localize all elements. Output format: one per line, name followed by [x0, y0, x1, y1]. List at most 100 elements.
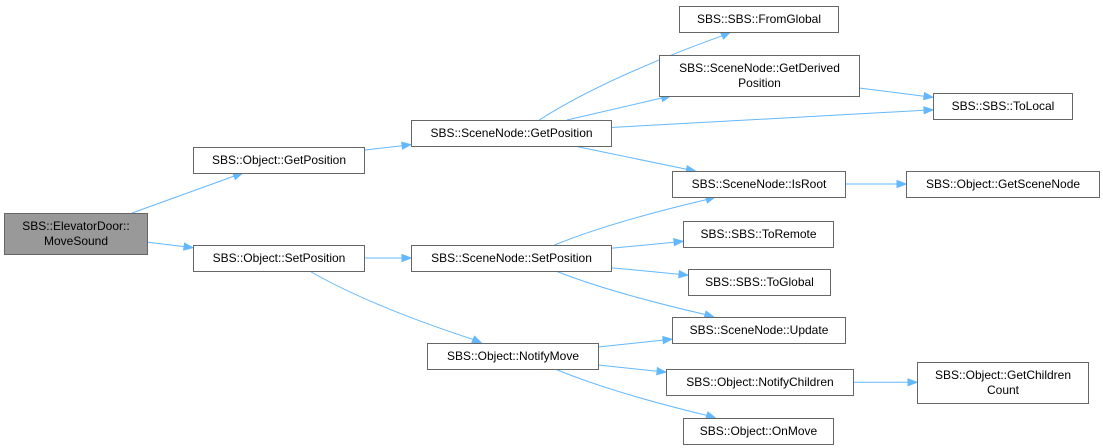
node-label: SBS::Object::NotifyMove	[447, 349, 579, 363]
arrowhead-icon	[705, 411, 717, 420]
arrowhead-icon	[896, 179, 908, 189]
edge-line	[566, 97, 662, 121]
node-object-getscenenode[interactable]: SBS::Object::GetSceneNode	[906, 171, 1100, 198]
edge-line	[610, 109, 925, 128]
node-label: SBS::SceneNode::GetPosition	[430, 126, 592, 140]
arrowhead-icon	[656, 366, 668, 376]
node-box	[679, 6, 839, 33]
arrowhead-icon	[662, 335, 674, 345]
edge-line	[554, 368, 707, 416]
node-label: SBS::Object::GetPosition	[212, 153, 346, 167]
node-object-notifychildren[interactable]: SBS::Object::NotifyChildren	[666, 369, 854, 396]
call-edge-elevatordoor_movesound-to-object_setposition	[146, 241, 195, 251]
node-scenenode-update[interactable]: SBS::SceneNode::Update	[672, 317, 846, 344]
edge-line	[363, 145, 403, 151]
call-edge-scenenode_getposition-to-scenenode_getderivedposition	[566, 93, 672, 121]
node-label: SBS::Object::GetSceneNode	[926, 177, 1080, 191]
node-sbs-toglobal[interactable]: SBS::SBS::ToGlobal	[688, 269, 831, 296]
node-box	[672, 171, 846, 198]
node-label: Position	[738, 76, 781, 90]
node-label: SBS::SBS::ToGlobal	[705, 275, 814, 289]
edge-line	[538, 35, 723, 121]
node-sbs-fromglobal[interactable]: SBS::SBS::FromGlobal	[679, 6, 839, 33]
call-edge-object_setposition-to-object_notifymove	[309, 270, 483, 344]
node-box	[427, 343, 599, 370]
edge-line	[610, 241, 675, 249]
node-box	[4, 213, 148, 255]
node-box	[933, 93, 1073, 120]
node-label: SBS::SBS::ToRemote	[700, 227, 816, 241]
node-label: SBS::SceneNode::SetPosition	[431, 251, 592, 265]
call-edge-object_notifychildren-to-object_getchildrencount	[852, 378, 919, 387]
node-scenenode-isroot[interactable]: SBS::SceneNode::IsRoot	[672, 171, 846, 198]
call-edge-scenenode_isroot-to-object_getscenenode	[845, 179, 908, 189]
call-edge-scenenode_getposition-to-scenenode_isroot	[573, 145, 697, 174]
call-edge-object_notifymove-to-scenenode_update	[597, 335, 674, 348]
arrowhead-icon	[401, 141, 413, 150]
edge-line	[858, 87, 925, 97]
node-object-setposition[interactable]: SBS::Object::SetPosition	[193, 245, 365, 272]
node-box	[193, 147, 365, 174]
arrowhead-icon	[678, 270, 690, 279]
node-label: MoveSound	[44, 234, 108, 248]
node-box	[659, 55, 860, 97]
node-sbs-toremote[interactable]: SBS::SBS::ToRemote	[683, 221, 834, 248]
node-object-onmove[interactable]: SBS::Object::OnMove	[683, 418, 834, 445]
edge-line	[597, 339, 664, 348]
node-elevatordoor-movesound: SBS::ElevatorDoor::MoveSound	[4, 213, 148, 255]
node-scenenode-setposition[interactable]: SBS::SceneNode::SetPosition	[411, 245, 612, 272]
call-edge-scenenode_setposition-to-sbs_toremote	[610, 238, 685, 249]
call-edge-scenenode_getderivedposition-to-sbs_tolocal	[858, 87, 935, 101]
node-label: SBS::Object::NotifyChildren	[686, 375, 833, 389]
node-box	[688, 269, 831, 296]
node-box	[906, 171, 1100, 198]
arrowhead-icon	[673, 238, 685, 247]
edge-line	[309, 270, 474, 340]
node-box	[683, 418, 834, 445]
node-box	[683, 221, 834, 248]
node-label: SBS::SceneNode::GetDerived	[679, 61, 840, 75]
node-label: SBS::Object::OnMove	[700, 424, 818, 438]
node-box	[193, 245, 365, 272]
node-box	[411, 120, 612, 147]
edge-line	[131, 175, 235, 214]
call-edge-scenenode_setposition-to-sbs_toglobal	[610, 267, 690, 279]
edge-line	[146, 241, 185, 248]
node-scenenode-getposition[interactable]: SBS::SceneNode::GetPosition	[411, 120, 612, 147]
arrowhead-icon	[907, 378, 919, 387]
node-label: SBS::Object::GetChildren	[935, 368, 1071, 382]
node-label: SBS::SBS::FromGlobal	[697, 12, 821, 26]
call-edge-object_notifymove-to-object_notifychildren	[597, 364, 668, 376]
node-label: Count	[987, 383, 1020, 397]
arrowhead-icon	[183, 242, 195, 251]
node-object-getposition[interactable]: SBS::Object::GetPosition	[193, 147, 365, 174]
arrowhead-icon	[719, 31, 732, 40]
arrowhead-icon	[703, 310, 716, 319]
node-label: SBS::SceneNode::IsRoot	[692, 177, 827, 191]
edge-line	[555, 270, 706, 315]
arrowhead-icon	[923, 106, 935, 115]
node-box	[917, 362, 1089, 404]
call-edge-object_notifymove-to-object_onmove	[554, 368, 717, 420]
call-edge-object_getposition-to-scenenode_getposition	[363, 141, 413, 151]
call-edge-scenenode_getposition-to-sbs_tolocal	[610, 106, 935, 128]
node-sbs-tolocal[interactable]: SBS::SBS::ToLocal	[933, 93, 1073, 120]
call-edge-elevatordoor_movesound-to-object_getposition	[131, 172, 244, 214]
node-label: SBS::Object::SetPosition	[213, 251, 346, 265]
call-edge-object_setposition-to-scenenode_setposition	[363, 253, 413, 263]
node-object-notifymove[interactable]: SBS::Object::NotifyMove	[427, 343, 599, 370]
edge-line	[610, 267, 680, 275]
node-box	[666, 369, 854, 396]
node-label: SBS::SceneNode::Update	[690, 323, 829, 337]
node-label: SBS::ElevatorDoor::	[22, 219, 129, 233]
edge-line	[597, 364, 658, 372]
edge-line	[573, 145, 687, 170]
node-box	[672, 317, 846, 344]
edge-line	[554, 199, 707, 246]
call-nodes: SBS::ElevatorDoor::MoveSoundSBS::Object:…	[4, 6, 1100, 445]
arrowhead-icon	[401, 253, 413, 263]
arrowhead-icon	[923, 91, 935, 101]
